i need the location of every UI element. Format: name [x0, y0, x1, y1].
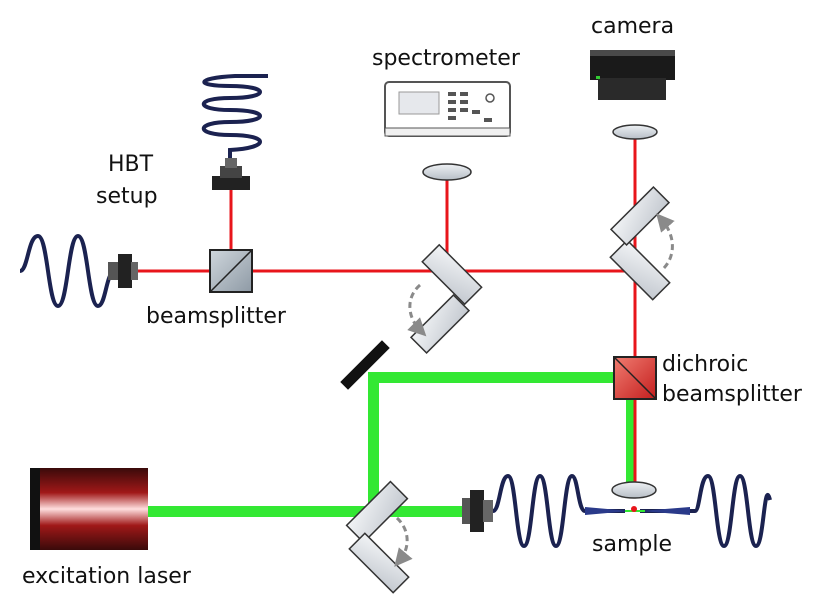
green-beam [145, 372, 635, 517]
objective-lens-icon [611, 481, 657, 499]
camera-lens-icon [612, 124, 658, 140]
steering-mirror-icon [340, 340, 390, 390]
sample-label: sample [592, 532, 672, 557]
excitation-laser-label: excitation laser [22, 564, 191, 589]
sample-taper-icon [585, 506, 690, 515]
spectrometer-lens-icon [422, 163, 472, 181]
flip-mirror-laser-icon [345, 480, 410, 594]
flip-arrow-laser-icon [394, 516, 413, 567]
left-fiber-connector-icon [108, 254, 138, 288]
flip-mirror-camera-icon [609, 185, 671, 301]
flip-mirror-spectrometer-icon [409, 243, 483, 355]
hbt-fiber-connector-icon [212, 158, 250, 190]
spectrometer-icon [384, 81, 511, 137]
sample-fiber-connector-icon [462, 490, 493, 532]
sample-fiber-right-coil-icon [640, 473, 772, 549]
sample-fiber-left-coil-icon [491, 473, 625, 549]
flip-arrow-camera-icon [656, 213, 675, 270]
beamsplitter-cube-icon [209, 249, 253, 293]
beamsplitter-label: beamsplitter [146, 304, 286, 329]
hbt-label-line2: setup [96, 184, 158, 209]
camera-icon [590, 50, 675, 100]
left-fiber-coil-icon [19, 233, 116, 309]
flip-arrow-middle-icon [407, 283, 427, 337]
spectrometer-label: spectrometer [372, 46, 520, 71]
dichroic-label-line2: beamsplitter [662, 382, 802, 407]
hbt-fiber-coil-icon [201, 74, 268, 168]
camera-label: camera [591, 14, 675, 39]
dichroic-beamsplitter-icon [613, 356, 657, 400]
hbt-label-line1: HBT [108, 152, 154, 177]
dichroic-label-line1: dichroic [662, 352, 749, 377]
excitation-laser-icon [30, 468, 148, 550]
